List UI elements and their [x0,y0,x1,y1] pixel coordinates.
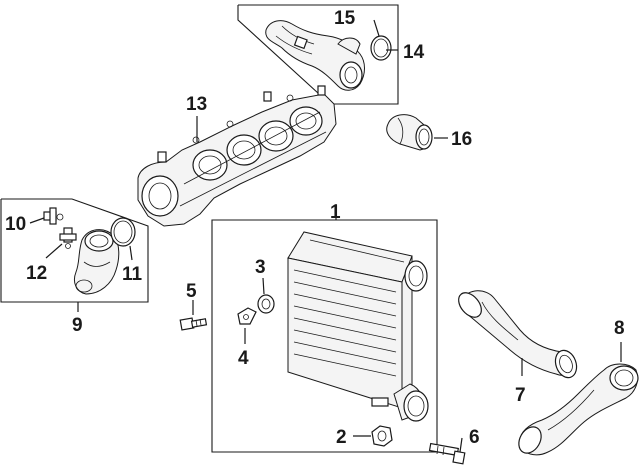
sensor-part-12 [59,227,77,249]
nut-part-2 [371,425,393,447]
callout-6: 6 [469,427,480,448]
hose-part-7 [458,290,578,379]
pipe-part-8 [518,363,639,456]
callout-4: 4 [238,348,249,369]
callout-12: 12 [26,263,47,284]
intercooler-part-1 [287,231,429,422]
stud-part-6 [428,442,466,465]
callout-15: 15 [334,8,356,29]
sensor-part-10 [43,207,64,225]
bracket-part-4 [237,307,257,325]
o-ring-part-15 [370,19,392,61]
intake-elbow-part-14 [265,20,365,91]
callout-7: 7 [515,385,526,406]
callout-13: 13 [186,94,207,115]
throttle-elbow-part-9 [73,229,120,295]
gasket-part-11 [110,217,136,247]
intake-manifold-part-13 [137,85,337,227]
callout-14: 14 [403,42,425,63]
callout-1: 1 [330,202,341,223]
clip-part-3 [257,294,275,314]
coupler-part-16 [386,114,433,151]
bolt-part-5 [179,317,208,331]
callout-9: 9 [72,315,83,336]
callout-5: 5 [186,281,197,302]
callout-16: 16 [451,129,472,150]
callout-8: 8 [614,318,625,339]
callout-10: 10 [5,214,26,235]
callout-11: 11 [122,264,143,285]
group-box-1 [211,219,438,453]
callout-2: 2 [336,427,347,448]
group-box-14 [237,4,399,105]
group-box-9 [0,198,149,303]
callout-3: 3 [255,257,266,278]
